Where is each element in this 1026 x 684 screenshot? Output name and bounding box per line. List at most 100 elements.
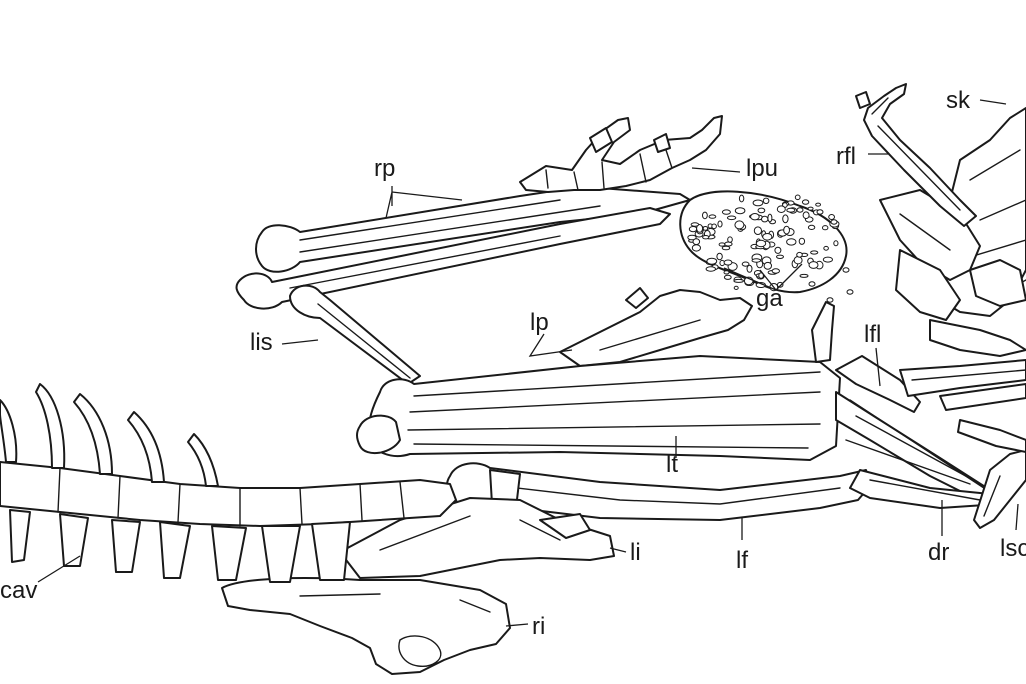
gastrolith-stone bbox=[752, 199, 764, 207]
gastrolith-stone bbox=[746, 264, 753, 273]
gastrolith-stone bbox=[726, 215, 737, 221]
gastrolith-stone bbox=[802, 211, 810, 219]
gastrolith-stone bbox=[723, 259, 733, 266]
gastrolith-stone bbox=[702, 226, 709, 231]
gastrolith-stone bbox=[762, 197, 770, 205]
gastrolith-stone bbox=[796, 251, 803, 258]
dorsal-ribs bbox=[835, 391, 1001, 509]
label-lp: lp bbox=[530, 309, 549, 336]
label-lfl: lfl bbox=[864, 321, 881, 348]
gastrolith-stone bbox=[826, 297, 834, 303]
label-rp: rp bbox=[374, 155, 395, 182]
gastrolith-stone bbox=[702, 235, 710, 240]
gastrolith-stone bbox=[842, 267, 850, 273]
label-cav: cav bbox=[0, 577, 37, 604]
left-forelimb-bone bbox=[835, 355, 1026, 413]
gastrolith-stone bbox=[774, 246, 782, 254]
gastrolith-stone bbox=[734, 220, 745, 230]
gastrolith-stone bbox=[801, 199, 810, 205]
gastrolith-stone bbox=[776, 205, 786, 213]
gastrolith-stone bbox=[708, 214, 717, 219]
label-lsc: lsc bbox=[1000, 535, 1026, 562]
gastrolith-stone bbox=[738, 194, 745, 203]
label-li: li bbox=[630, 539, 641, 566]
gastrolith-stone bbox=[807, 206, 814, 211]
left-ischium-bone bbox=[289, 284, 421, 385]
gastrolith-stone bbox=[796, 207, 804, 213]
gastrolith-stone bbox=[762, 233, 773, 241]
label-sk: sk bbox=[946, 87, 971, 114]
right-forelimb-bone bbox=[855, 83, 977, 227]
gastrolith-stone bbox=[830, 219, 838, 225]
left-scapula-bone bbox=[957, 419, 1026, 529]
gastrolith-stone bbox=[751, 258, 762, 263]
gastrolith-stone bbox=[783, 225, 790, 235]
leader-lines bbox=[37, 99, 1019, 627]
gastrolith-stone bbox=[786, 207, 796, 213]
right-pubis-bone bbox=[235, 187, 691, 310]
left-pes-bones bbox=[519, 115, 723, 193]
gastrolith-stone bbox=[723, 274, 732, 280]
label-lpu: lpu bbox=[746, 155, 778, 182]
gastrolith-stone bbox=[733, 285, 739, 290]
gastrolith-stone bbox=[823, 245, 829, 251]
gastrolith-stone bbox=[822, 225, 829, 231]
gastrolith-stone bbox=[705, 266, 716, 272]
gastrolith-stone bbox=[767, 213, 773, 223]
gastrolith-stone bbox=[822, 256, 834, 263]
gastrolith-stone bbox=[807, 224, 816, 230]
gastrolith-stone bbox=[782, 214, 789, 224]
gastrolith-stone bbox=[687, 234, 697, 241]
label-lt: lt bbox=[666, 451, 678, 478]
left-pubis-bone bbox=[559, 287, 753, 367]
gastrolith-stone bbox=[692, 238, 701, 246]
gastrolith-stone bbox=[716, 252, 723, 261]
gastrolith-stone bbox=[755, 239, 767, 248]
gastrolith-stone bbox=[727, 236, 733, 243]
gastrolith-stone bbox=[717, 220, 723, 228]
gastrolith-stone bbox=[798, 237, 806, 245]
label-lf: lf bbox=[736, 547, 748, 574]
gastroliths-cluster bbox=[679, 190, 854, 303]
gastrolith-stone bbox=[786, 238, 797, 246]
gastrolith-stone bbox=[763, 261, 772, 270]
gastrolith-stone bbox=[721, 245, 731, 251]
label-rfl: rfl bbox=[836, 143, 856, 170]
gastrolith-stone bbox=[706, 257, 718, 265]
gastrolith-stone bbox=[750, 213, 760, 221]
gastrolith-stone bbox=[741, 261, 750, 267]
label-ga: ga bbox=[756, 285, 783, 312]
gastrolith-stone bbox=[690, 222, 700, 227]
gastrolith-stone bbox=[793, 256, 803, 265]
label-ri: ri bbox=[532, 613, 545, 640]
gastrolith-stone bbox=[776, 254, 784, 259]
gastrolith-stone bbox=[808, 281, 816, 287]
gastrolith-stone bbox=[810, 250, 819, 255]
gastrolith-stone bbox=[734, 207, 746, 215]
gastrolith-stone bbox=[833, 240, 839, 247]
gastrolith-stone bbox=[794, 194, 801, 201]
gastrolith-stone bbox=[702, 211, 708, 220]
gastrolith-stone bbox=[757, 207, 766, 214]
gastrolith-stone bbox=[815, 202, 821, 207]
gastrolith-stone bbox=[691, 244, 702, 252]
gastrolith-stone bbox=[771, 268, 780, 274]
gastrolith-stone bbox=[758, 272, 764, 279]
gastrolith-stone bbox=[816, 209, 824, 215]
left-tibia-bone bbox=[356, 301, 841, 461]
gastrolith-stone bbox=[733, 278, 745, 283]
gastrolith-stone bbox=[808, 261, 819, 269]
caudal-vertebrae bbox=[0, 383, 457, 583]
gastrolith-stone bbox=[696, 224, 704, 233]
gastrolith-stone bbox=[711, 223, 717, 230]
gastrolith-stone bbox=[761, 215, 769, 223]
gastrolith-stone bbox=[688, 226, 698, 233]
gastrolith-stone bbox=[723, 270, 730, 275]
label-dr: dr bbox=[928, 539, 949, 566]
gastrolith-stone bbox=[828, 214, 835, 220]
gastrolith-stone bbox=[753, 226, 763, 235]
gastrolith-stone bbox=[799, 273, 809, 278]
gastrolith-stone bbox=[718, 242, 726, 247]
gastrolith-stone bbox=[721, 209, 731, 215]
